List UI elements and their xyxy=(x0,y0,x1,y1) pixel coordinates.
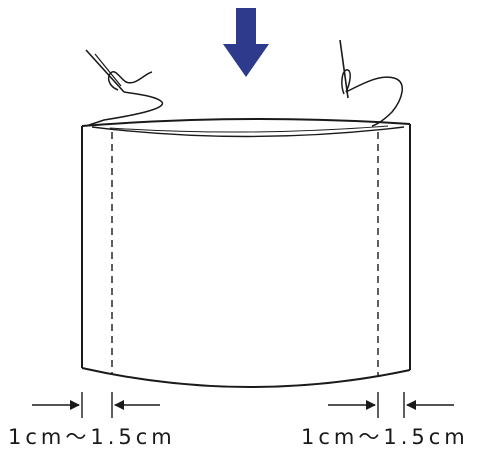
right-margin-label: 1cm～1.5cm xyxy=(301,425,469,449)
left-needle xyxy=(85,49,164,127)
tube-bottom xyxy=(81,367,411,389)
arrow-left-icon xyxy=(406,400,416,410)
needle-shaft xyxy=(94,53,122,87)
left-thread xyxy=(85,70,164,127)
right-dimension xyxy=(328,392,454,418)
tube-top-outer xyxy=(81,117,411,127)
fabric-tube xyxy=(81,117,411,389)
right-thread xyxy=(341,69,403,127)
tube-top-inner-2 xyxy=(109,125,389,133)
arrow-right-icon xyxy=(70,400,80,410)
right-needle xyxy=(339,39,403,127)
needle-icon xyxy=(85,49,125,93)
left-dimension xyxy=(32,392,160,418)
arrow-left-icon xyxy=(114,400,124,410)
down-arrow-icon xyxy=(223,8,269,77)
arrow-right-icon xyxy=(366,400,376,410)
needle-icon xyxy=(339,39,349,99)
tube-top-inner xyxy=(91,126,405,138)
left-margin-label: 1cm～1.5cm xyxy=(8,425,176,449)
